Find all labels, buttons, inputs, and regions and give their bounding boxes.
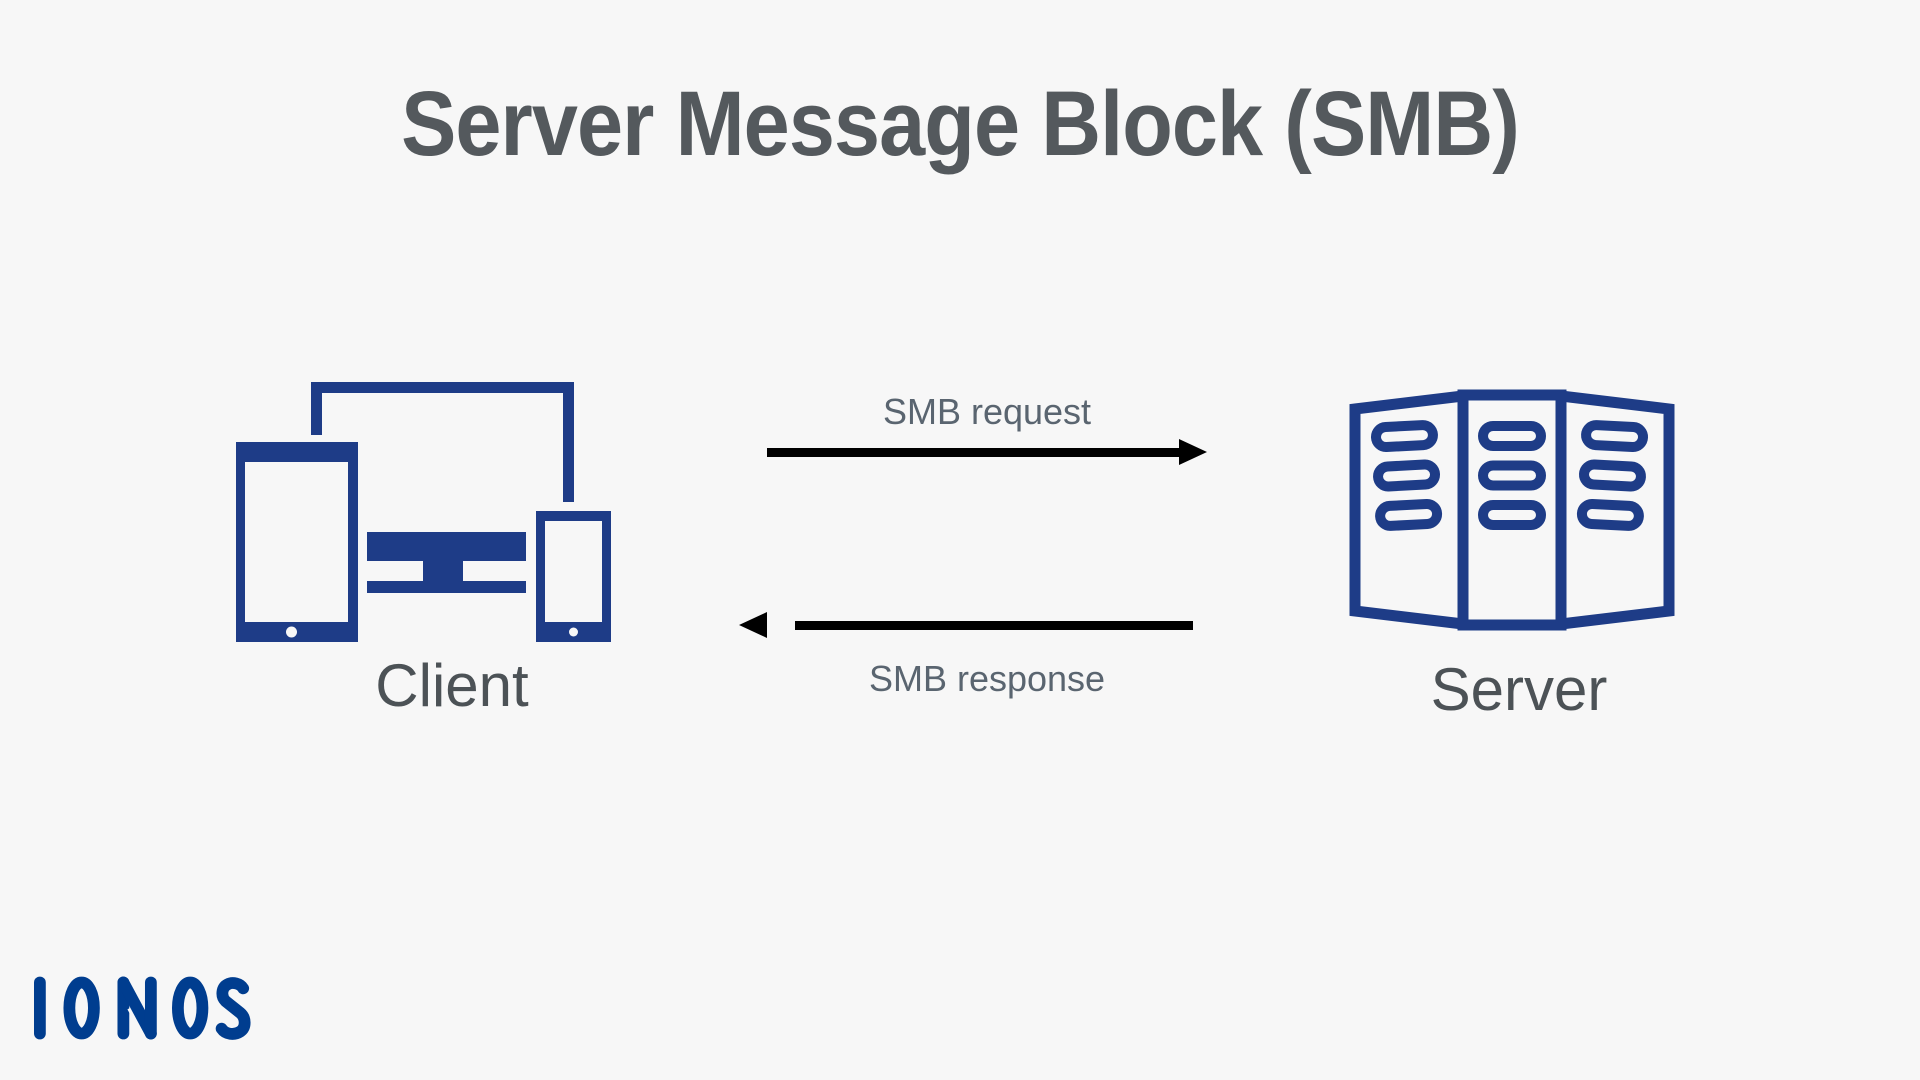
server-vents-middle	[1478, 421, 1546, 530]
ionos-logo	[34, 976, 251, 1040]
response-arrow	[795, 621, 1193, 630]
client-devices-icon	[236, 382, 611, 642]
tablet-home-button	[286, 626, 297, 638]
server-label: Server	[1430, 656, 1608, 723]
response-arrowhead-icon	[739, 612, 767, 638]
request-arrow	[767, 448, 1179, 457]
monitor-frame	[311, 382, 574, 502]
server-vents-right	[1576, 420, 1649, 531]
tablet-screen	[245, 462, 348, 622]
logo-letter-s	[215, 977, 251, 1040]
page-title: Server Message Block (SMB)	[401, 73, 1520, 175]
client-label: Client	[375, 652, 529, 719]
server-rack-icon	[1349, 389, 1675, 631]
phone-screen	[545, 521, 602, 622]
monitor-stand-neck	[423, 561, 463, 581]
phone-home-button	[569, 627, 578, 637]
logo-letter-o1	[63, 976, 100, 1040]
smb-response-label: SMB response	[868, 658, 1106, 699]
logo-letter-o2	[171, 976, 209, 1040]
server-vents-left	[1370, 420, 1443, 531]
monitor-bezel	[367, 532, 526, 561]
server-tower-middle	[1457, 389, 1567, 631]
logo-letter-n	[117, 976, 159, 1040]
request-arrowhead-icon	[1179, 439, 1207, 465]
monitor-stand-base	[367, 581, 526, 593]
smb-request-label: SMB request	[882, 391, 1092, 432]
